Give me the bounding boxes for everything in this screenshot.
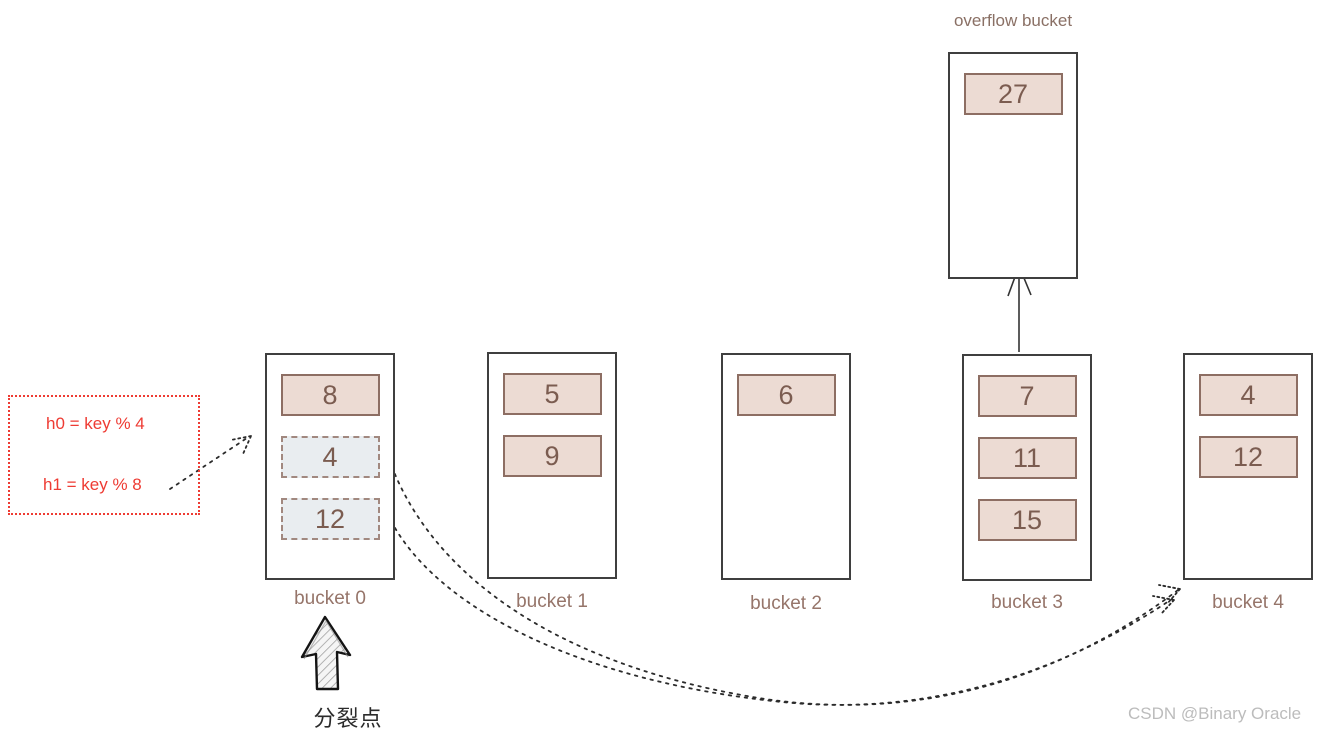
hash-h1-formula: h1 = key % 8 [43,475,142,494]
bucket-4-label: bucket 4 [1212,592,1284,613]
bucket-1-label: bucket 1 [516,591,588,612]
bucket-cell: 27 [963,73,1063,115]
split-pointer-arrow-icon [300,615,352,691]
bucket-cell: 7 [977,375,1077,417]
bucket-cell-split: 4 [280,436,380,478]
bucket-2-label: bucket 2 [750,593,822,614]
bucket-cell: 4 [1198,374,1298,416]
bucket-cell: 12 [1198,436,1298,478]
overflow-bucket-title: overflow bucket [953,11,1073,30]
hash-h0-formula: h0 = key % 4 [46,414,145,433]
bucket-cell: 11 [977,437,1077,479]
hash-functions-box: h0 = key % 4 h1 = key % 8 [8,395,200,515]
bucket-cell-split: 12 [280,498,380,540]
bucket-1: 5 9 [487,352,617,579]
bucket-3: 7 11 15 [962,354,1092,581]
overflow-bucket: 27 [948,52,1078,279]
bucket-0-label: bucket 0 [294,588,366,609]
bucket-cell: 6 [736,374,836,416]
bucket-0: 8 4 12 [265,353,395,580]
bucket-cell: 9 [502,435,602,477]
bucket-cell: 5 [502,373,602,415]
split-pointer-label: 分裂点 [313,706,383,731]
bucket-4: 4 12 [1183,353,1313,580]
watermark: CSDN @Binary Oracle [1128,704,1302,723]
bucket-3-label: bucket 3 [991,592,1063,613]
bucket-cell: 15 [977,499,1077,541]
bucket-cell: 8 [280,374,380,416]
bucket-2: 6 [721,353,851,580]
